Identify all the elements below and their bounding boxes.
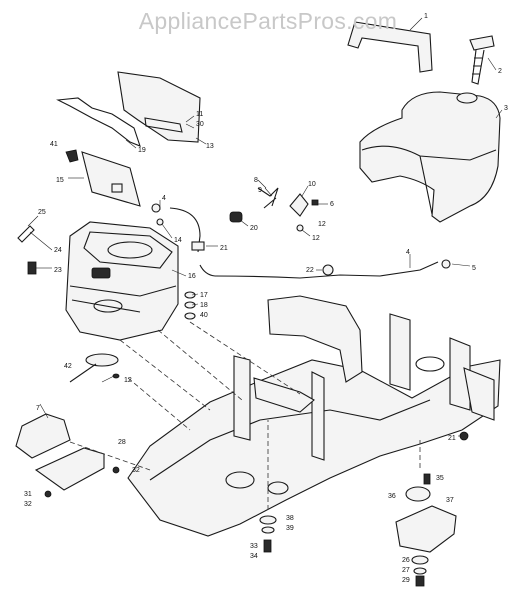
callout-5: 5	[472, 265, 476, 272]
part-42-pulley	[69, 353, 120, 383]
callout-labels: 1 2 3 4 4 5 6 7 8 9 10 11 12 12 12 13 14…	[24, 13, 508, 584]
callout-12-linkage-b: 12	[318, 221, 326, 228]
callout-34: 34	[250, 553, 258, 560]
watermark-text: AppliancePartsPros.com	[138, 8, 398, 34]
callout-26: 26	[402, 557, 410, 564]
callout-12-linkage: 12	[312, 235, 320, 242]
part-3-fuel-tank	[359, 91, 501, 223]
callout-4-lower: 4	[406, 249, 410, 256]
callout-18: 18	[200, 302, 208, 309]
part-1-bracket	[347, 21, 433, 73]
callout-21-frame: 21	[448, 435, 456, 442]
throttle-linkage	[229, 187, 319, 232]
callout-41: 41	[50, 141, 58, 148]
part-5-clamp	[441, 259, 451, 269]
callout-29: 29	[402, 577, 410, 584]
callout-35: 35	[436, 475, 444, 482]
callout-28: 28	[118, 439, 126, 446]
part-28-shield	[34, 447, 120, 491]
callout-15: 15	[56, 177, 64, 184]
callout-23: 23	[54, 267, 62, 274]
part-4-fuel-line	[169, 207, 439, 279]
callout-1: 1	[424, 13, 428, 20]
assembly-dashed-lines	[69, 321, 421, 510]
callout-leaders	[27, 17, 503, 437]
part-37-gearbox	[395, 473, 457, 587]
callout-39: 39	[286, 525, 294, 532]
callout-38: 38	[286, 515, 294, 522]
part-31-bolt	[44, 490, 52, 498]
parts-33-39-hardware	[259, 515, 277, 553]
engine-mount-hardware	[184, 291, 196, 320]
part-16-engine	[65, 221, 179, 341]
callout-10: 10	[308, 181, 316, 188]
callout-2: 2	[498, 68, 502, 75]
part-13-engine-shroud	[117, 71, 201, 143]
callout-32-left: 32	[24, 501, 32, 508]
chassis-frame	[127, 295, 501, 537]
callout-6: 6	[330, 201, 334, 208]
callout-9: 9	[258, 187, 262, 194]
callout-22: 22	[306, 267, 314, 274]
part-15-plate	[81, 151, 141, 207]
callout-16: 16	[188, 273, 196, 280]
part-2-fuel-cap	[469, 35, 495, 85]
callout-27: 27	[402, 567, 410, 574]
callout-24: 24	[54, 247, 62, 254]
callout-3: 3	[504, 105, 508, 112]
callout-12-pulley: 12	[124, 377, 132, 384]
part-22-clamp	[322, 264, 334, 276]
callout-11: 11	[196, 111, 203, 118]
callout-31: 31	[24, 491, 32, 498]
callout-8: 8	[254, 177, 258, 184]
callout-30: 30	[196, 121, 204, 128]
callout-42: 42	[64, 363, 72, 370]
callout-4-upper: 4	[162, 195, 166, 202]
callout-32-right: 32	[132, 467, 140, 474]
part-19-baffle	[56, 97, 141, 147]
callout-37: 37	[446, 497, 454, 504]
engine-fittings	[151, 203, 205, 251]
callout-17: 17	[200, 292, 208, 299]
callout-20: 20	[250, 225, 258, 232]
callout-19: 19	[138, 147, 146, 154]
part-25-spark-plug	[17, 225, 37, 275]
callout-7: 7	[36, 405, 40, 412]
callout-25: 25	[38, 209, 46, 216]
callout-33: 33	[250, 543, 258, 550]
callout-14: 14	[174, 237, 182, 244]
callout-40: 40	[200, 312, 208, 319]
callout-21-engine: 21	[220, 245, 228, 252]
part-41-clip	[65, 149, 79, 163]
part-7-shield	[15, 413, 71, 459]
callout-36: 36	[388, 493, 396, 500]
callout-13: 13	[206, 143, 214, 150]
